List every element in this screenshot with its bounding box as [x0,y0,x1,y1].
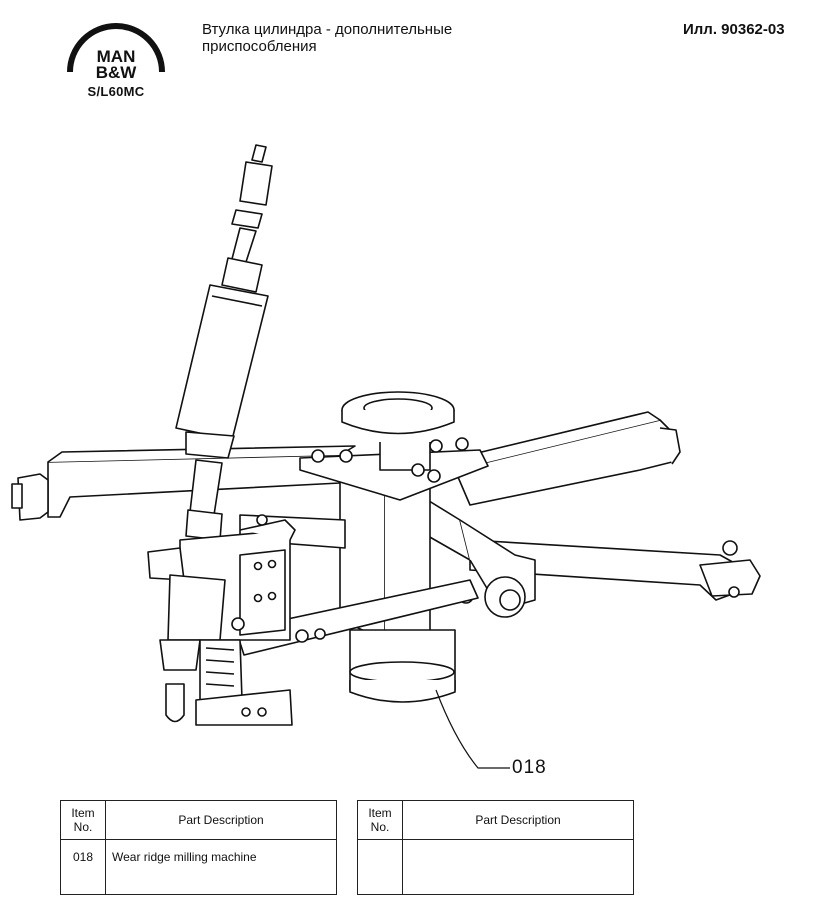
logo-top-text: MAN [97,47,136,66]
right-upper-arm [439,411,681,506]
title-line-2: приспособления [202,38,317,55]
hydraulic-cylinder [175,144,273,541]
part-description-cell [402,839,634,895]
page-title: Втулка цилиндра - дополнительные приспос… [202,21,452,55]
callout-leader [435,689,510,769]
logo-bottom-text: B&W [96,63,138,82]
title-line-1: Втулка цилиндра - дополнительные [202,21,453,38]
header-item-no: Item No. [60,800,106,840]
tool-head [147,514,296,726]
parts-table-2: Item No. Part Description [357,800,634,895]
item-number-cell: 018 [60,839,106,895]
table-row [357,839,634,895]
illustration-number: Илл. 90362-03 [683,21,785,38]
item-number-cell [357,839,403,895]
header-part-description: Part Description [105,800,337,840]
part-description-cell: Wear ridge milling machine [105,839,337,895]
table-header: Item No. Part Description [357,800,634,840]
callout-018: 018 [512,757,547,778]
right-lower-arm [469,539,761,601]
milling-machine-drawing [11,144,761,769]
man-bw-logo: MAN B&W [67,23,165,82]
table-row: 018 Wear ridge milling machine [60,839,337,895]
header-part-description: Part Description [402,800,634,840]
parts-table-1: Item No. Part Description 018 Wear ridge… [60,800,337,895]
engine-model: S/L60MC [87,84,145,99]
table-header: Item No. Part Description [60,800,337,840]
header-item-no: Item No. [357,800,403,840]
